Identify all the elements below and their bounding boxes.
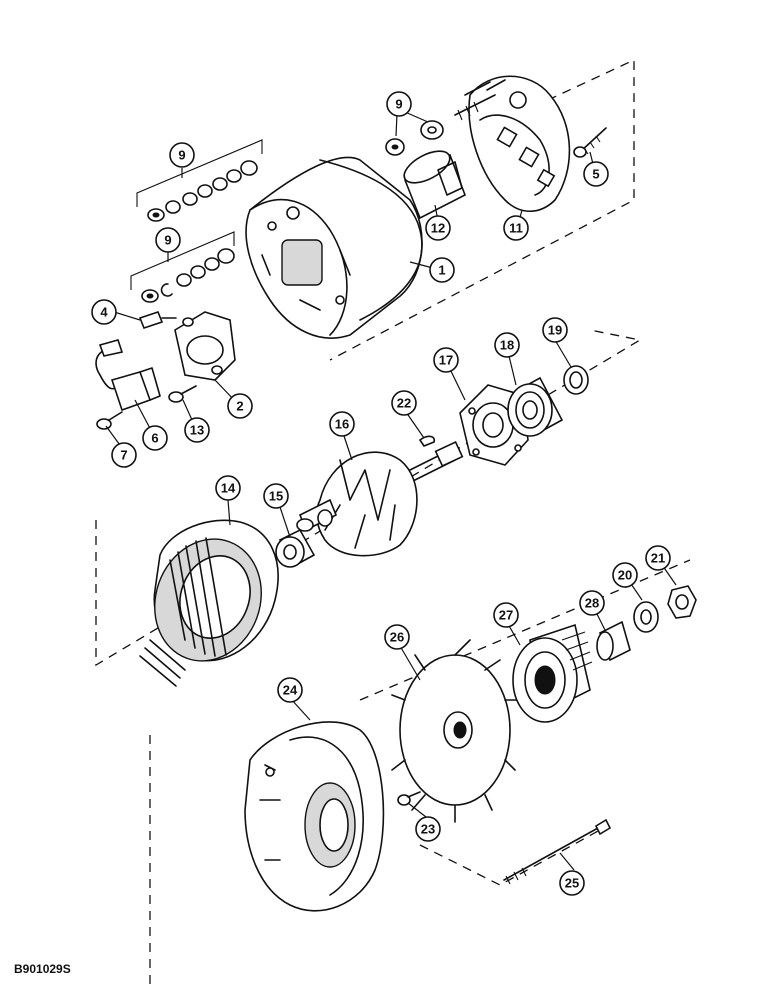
callout-label: 25 bbox=[565, 876, 579, 891]
callout-label: 23 bbox=[421, 822, 435, 837]
callout-23: 23 bbox=[415, 816, 441, 842]
bearing-15 bbox=[275, 528, 316, 568]
brush-holder bbox=[174, 311, 236, 381]
seal-19 bbox=[563, 365, 589, 395]
callout-17: 17 bbox=[433, 347, 459, 373]
screw-13 bbox=[168, 385, 197, 403]
callout-6: 6 bbox=[142, 425, 168, 451]
callout-label: 28 bbox=[585, 596, 599, 611]
washer-20 bbox=[633, 601, 659, 633]
rotor bbox=[296, 441, 464, 557]
callout-layer: 1 2 4 5 6 7 9 9 9 11 12 13 14 15 16 17 1… bbox=[91, 91, 671, 896]
callout-9-upper: 9 bbox=[169, 142, 195, 168]
callout-25: 25 bbox=[559, 870, 585, 896]
key-22 bbox=[418, 435, 436, 447]
callout-label: 7 bbox=[120, 448, 127, 463]
callout-label: 13 bbox=[190, 423, 204, 438]
callout-label: 22 bbox=[397, 396, 411, 411]
washer-stack-lower bbox=[130, 231, 235, 303]
callout-label: 1 bbox=[438, 263, 445, 278]
callout-label: 18 bbox=[500, 338, 514, 353]
figure-code: B901029S bbox=[14, 962, 71, 976]
callout-label: 6 bbox=[151, 431, 158, 446]
stator bbox=[139, 519, 279, 687]
pulley bbox=[512, 623, 593, 723]
callout-label: 17 bbox=[439, 353, 453, 368]
callout-13: 13 bbox=[184, 417, 210, 443]
callout-label: 4 bbox=[100, 305, 108, 320]
callout-19: 19 bbox=[542, 317, 568, 343]
callout-20: 20 bbox=[612, 562, 638, 588]
callout-14: 14 bbox=[215, 475, 241, 501]
callout-24: 24 bbox=[277, 677, 303, 703]
terminal-4 bbox=[138, 311, 177, 329]
callout-21: 21 bbox=[645, 545, 671, 571]
callout-9-top: 9 bbox=[386, 91, 412, 117]
screw-7 bbox=[96, 411, 123, 430]
callout-1: 1 bbox=[429, 257, 455, 283]
through-bolt bbox=[503, 818, 612, 885]
callout-label: 20 bbox=[618, 568, 632, 583]
callout-label: 2 bbox=[236, 399, 243, 414]
callout-15: 15 bbox=[263, 483, 289, 509]
capacitor-lead-6 bbox=[95, 339, 161, 412]
callout-label: 12 bbox=[431, 221, 445, 236]
group-outline-rotor bbox=[95, 329, 642, 667]
callout-label: 9 bbox=[395, 97, 402, 112]
callout-28: 28 bbox=[579, 590, 605, 616]
group-outline-front bbox=[149, 559, 691, 990]
callout-12: 12 bbox=[425, 215, 451, 241]
callout-4: 4 bbox=[91, 299, 117, 325]
small-nuts-top bbox=[385, 120, 444, 156]
screw-5 bbox=[573, 127, 607, 158]
callout-label: 26 bbox=[390, 630, 404, 645]
screw-23 bbox=[397, 791, 421, 806]
bearing-18 bbox=[507, 376, 564, 437]
callout-label: 24 bbox=[283, 683, 298, 698]
washer-stack-upper bbox=[136, 139, 263, 222]
fan bbox=[391, 639, 519, 823]
callout-label: 9 bbox=[164, 233, 171, 248]
callout-2: 2 bbox=[227, 393, 253, 419]
callout-label: 5 bbox=[592, 167, 599, 182]
spacer-28 bbox=[596, 620, 631, 662]
front-housing bbox=[244, 721, 385, 912]
callout-label: 15 bbox=[269, 489, 283, 504]
rectifier-plate bbox=[454, 75, 571, 213]
group-outline-rear bbox=[329, 58, 635, 361]
callout-22: 22 bbox=[391, 390, 417, 416]
callout-label: 9 bbox=[178, 148, 185, 163]
callout-label: 16 bbox=[335, 417, 349, 432]
rear-housing bbox=[245, 156, 423, 339]
callout-5: 5 bbox=[583, 161, 609, 187]
callout-18: 18 bbox=[494, 332, 520, 358]
bushing-sleeve bbox=[403, 150, 466, 220]
callout-27: 27 bbox=[493, 602, 519, 628]
callout-26: 26 bbox=[384, 624, 410, 650]
leader-lines bbox=[105, 111, 677, 871]
callout-16: 16 bbox=[329, 411, 355, 437]
callout-11: 11 bbox=[503, 215, 529, 241]
callout-label: 21 bbox=[651, 551, 665, 566]
callout-7: 7 bbox=[111, 442, 137, 468]
callout-label: 11 bbox=[509, 221, 523, 236]
callout-9-lower: 9 bbox=[155, 227, 181, 253]
callout-label: 27 bbox=[499, 608, 513, 623]
callout-label: 14 bbox=[221, 481, 236, 496]
callout-label: 19 bbox=[548, 323, 562, 338]
nut-21 bbox=[667, 585, 697, 619]
